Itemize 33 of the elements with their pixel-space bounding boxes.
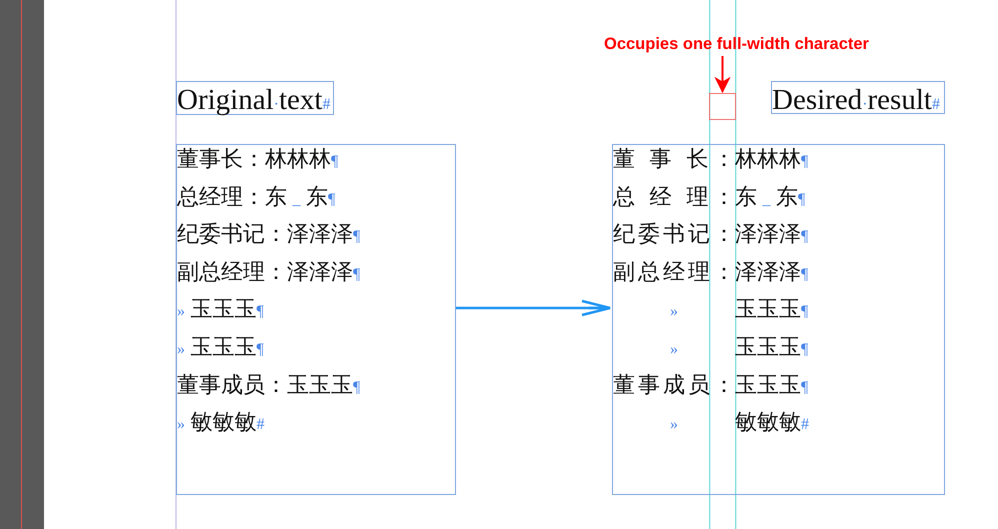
text-frame	[176, 144, 456, 495]
text-line: 纪委书记：泽泽泽¶	[177, 220, 360, 248]
text-line: 副总经理：	[613, 258, 735, 286]
text-line: 玉玉玉¶	[735, 295, 808, 324]
text-line: 林林林¶	[735, 145, 808, 173]
heading: Original·text#	[177, 84, 330, 118]
text-line: 玉玉玉¶	[735, 333, 808, 361]
arrow	[456, 300, 612, 316]
title-frame	[771, 81, 945, 114]
text-line: 董 事 长：	[613, 145, 735, 173]
text-line: 玉玉玉¶	[735, 370, 808, 399]
text-line: 董事成员：玉玉玉¶	[177, 370, 360, 399]
text-line: » 玉玉玉¶	[177, 333, 264, 361]
text-line: 敏敏敏#	[735, 408, 809, 436]
text-line: »	[669, 340, 679, 360]
text-line: 泽泽泽¶	[735, 220, 808, 248]
text-line: 纪委书记：	[613, 220, 735, 248]
text-line: 总经理：东 _ 东¶	[177, 182, 336, 211]
text-line: » 玉玉玉¶	[177, 295, 264, 324]
highlight-box	[709, 93, 736, 120]
text-line: 泽泽泽¶	[735, 258, 808, 286]
text-line: 董事长：林林林¶	[177, 145, 338, 173]
annotation-text: Occupies one full-width character	[604, 34, 914, 54]
text-line: » 敏敏敏#	[177, 408, 264, 436]
text-frame	[612, 144, 945, 495]
text-line: 副总经理：泽泽泽¶	[177, 258, 360, 286]
text-line: 东 _ 东¶	[735, 182, 806, 211]
text-line: 总 经 理：	[613, 182, 735, 211]
text-line: »	[669, 302, 679, 322]
heading: Desired·result#	[772, 84, 940, 118]
text-line: 董事成员：	[613, 370, 735, 399]
arrow	[715, 56, 730, 92]
text-line: »	[669, 415, 679, 436]
